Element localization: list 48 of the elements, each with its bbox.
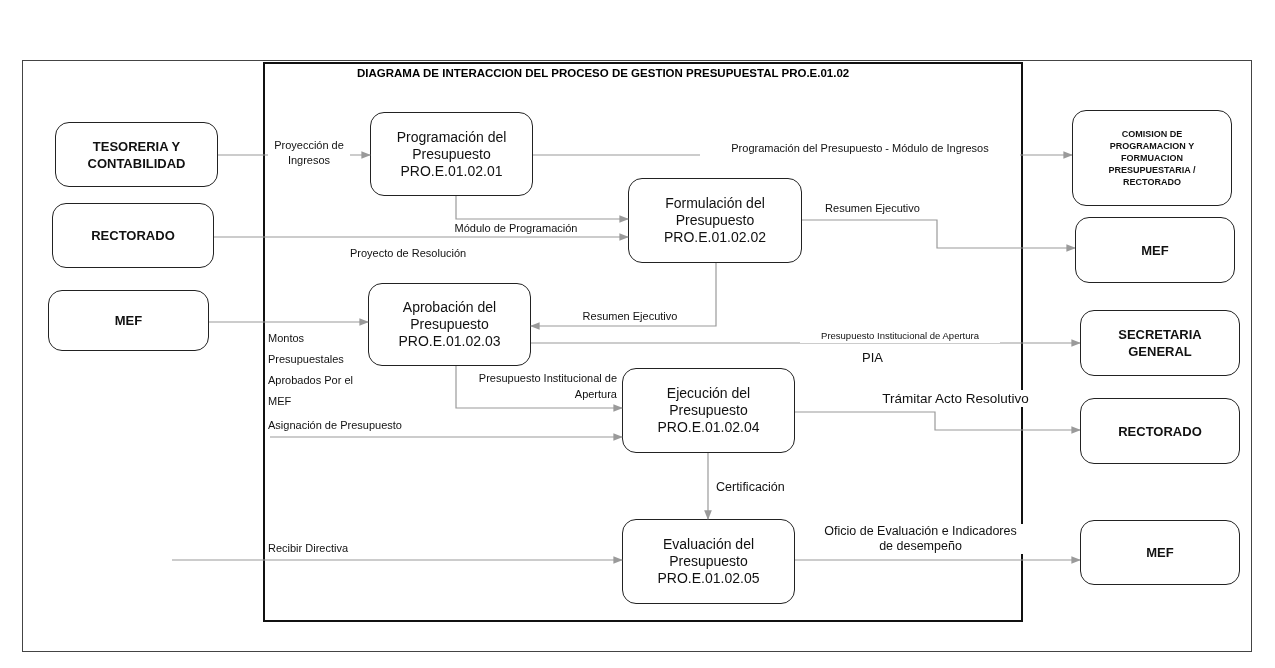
process-code: PRO.E.01.02.03 — [398, 333, 501, 350]
stakeholder-box — [1080, 398, 1240, 464]
stakeholder-name: SECRETARIA GENERAL — [1117, 326, 1203, 360]
process-name: Programación del Presupuesto — [395, 128, 508, 163]
edge-label: Proyección de Ingresos — [268, 138, 350, 168]
arrow — [704, 452, 712, 520]
process-box — [622, 519, 795, 604]
arrow — [455, 365, 623, 412]
stakeholder-name: TESORERIA Y CONTABILIDAD — [86, 137, 187, 172]
abbreviation-label: PIA — [862, 350, 883, 365]
process-name: Evaluación del Presupuesto — [661, 536, 756, 570]
arrow — [530, 262, 717, 330]
stakeholder-box — [52, 203, 214, 268]
stakeholder-box — [1080, 310, 1240, 376]
process-code: PRO.E.01.02.01 — [400, 162, 503, 180]
process-name: Ejecución del Presupuesto — [665, 385, 752, 419]
process-box — [622, 368, 795, 453]
diagram-title: DIAGRAMA DE INTERACCION DEL PROCESO DE GESTION PRESUPUESTAL PRO.E.01.02 — [357, 67, 850, 79]
process-name: Aprobación del Presupuesto — [401, 299, 498, 333]
process-code: PRO.E.01.02.04 — [657, 419, 760, 436]
arrow — [794, 411, 1081, 434]
edge-label: Presupuesto Institucional de Apertura — [800, 329, 1000, 343]
stakeholder-name: MEF — [114, 312, 143, 329]
process-box — [628, 178, 802, 263]
arrow — [208, 318, 369, 326]
process-box — [368, 283, 531, 366]
arrow — [171, 556, 623, 564]
arrow — [801, 219, 1076, 252]
arrow — [213, 233, 629, 241]
stakeholder-box — [1072, 110, 1232, 206]
edge-label: Programación del Presupuesto - Módulo de Ingresos — [700, 141, 1020, 156]
stakeholder-box — [1075, 217, 1235, 283]
stakeholder-box — [1080, 520, 1240, 585]
stakeholder-name: COMISION DE PROGRAMACION Y FORMUACION PRESUPUESTARIA / RECTORADO — [1107, 128, 1197, 188]
process-box — [370, 112, 533, 196]
process-code: PRO.E.01.02.05 — [657, 570, 760, 587]
process-name: Formulación del Presupuesto — [664, 195, 766, 229]
arrow — [455, 195, 629, 223]
stakeholder-box — [48, 290, 209, 351]
arrow — [794, 556, 1081, 564]
arrow — [530, 339, 1081, 347]
stakeholder-name: RECTORADO — [1118, 422, 1202, 440]
stakeholder-name: MEF — [1146, 544, 1174, 561]
stakeholder-name: RECTORADO — [91, 227, 175, 244]
arrow — [269, 433, 623, 441]
stakeholder-box — [55, 122, 218, 187]
process-code: PRO.E.01.02.02 — [664, 229, 766, 246]
stakeholder-name: MEF — [1141, 241, 1169, 259]
